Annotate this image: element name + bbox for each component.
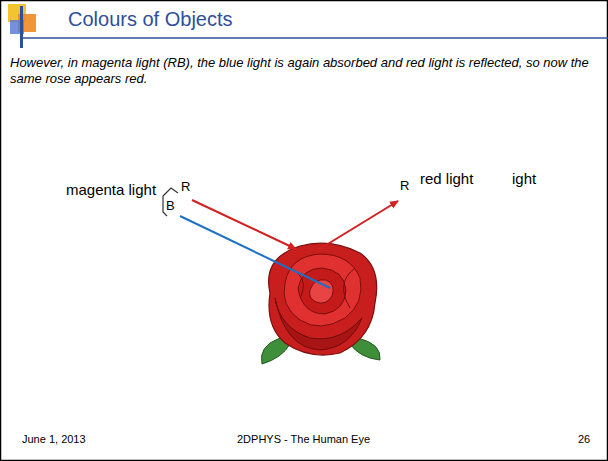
slide-title: Colours of Objects (68, 7, 233, 31)
light-label: red light (420, 170, 473, 188)
ray-letter: R (400, 178, 409, 194)
footer-date: June 1, 2013 (22, 433, 86, 446)
footer-title: 2DPHYS - The Human Eye (237, 433, 370, 446)
light-label: ight (512, 170, 536, 188)
rose-illustration (261, 243, 380, 364)
incident-red-ray (192, 200, 296, 249)
page-number: 26 (578, 433, 590, 446)
ray-letter: R (181, 179, 190, 195)
title-rule (20, 37, 608, 39)
reflected-red-ray (318, 201, 398, 250)
body-text: However, in magenta light (RB), the blue… (10, 55, 598, 86)
light-bracket (163, 188, 178, 216)
incident-blue-ray (180, 216, 330, 288)
ray-letter: B (166, 198, 175, 214)
title-icon (8, 4, 36, 48)
light-label: magenta light (66, 181, 156, 199)
